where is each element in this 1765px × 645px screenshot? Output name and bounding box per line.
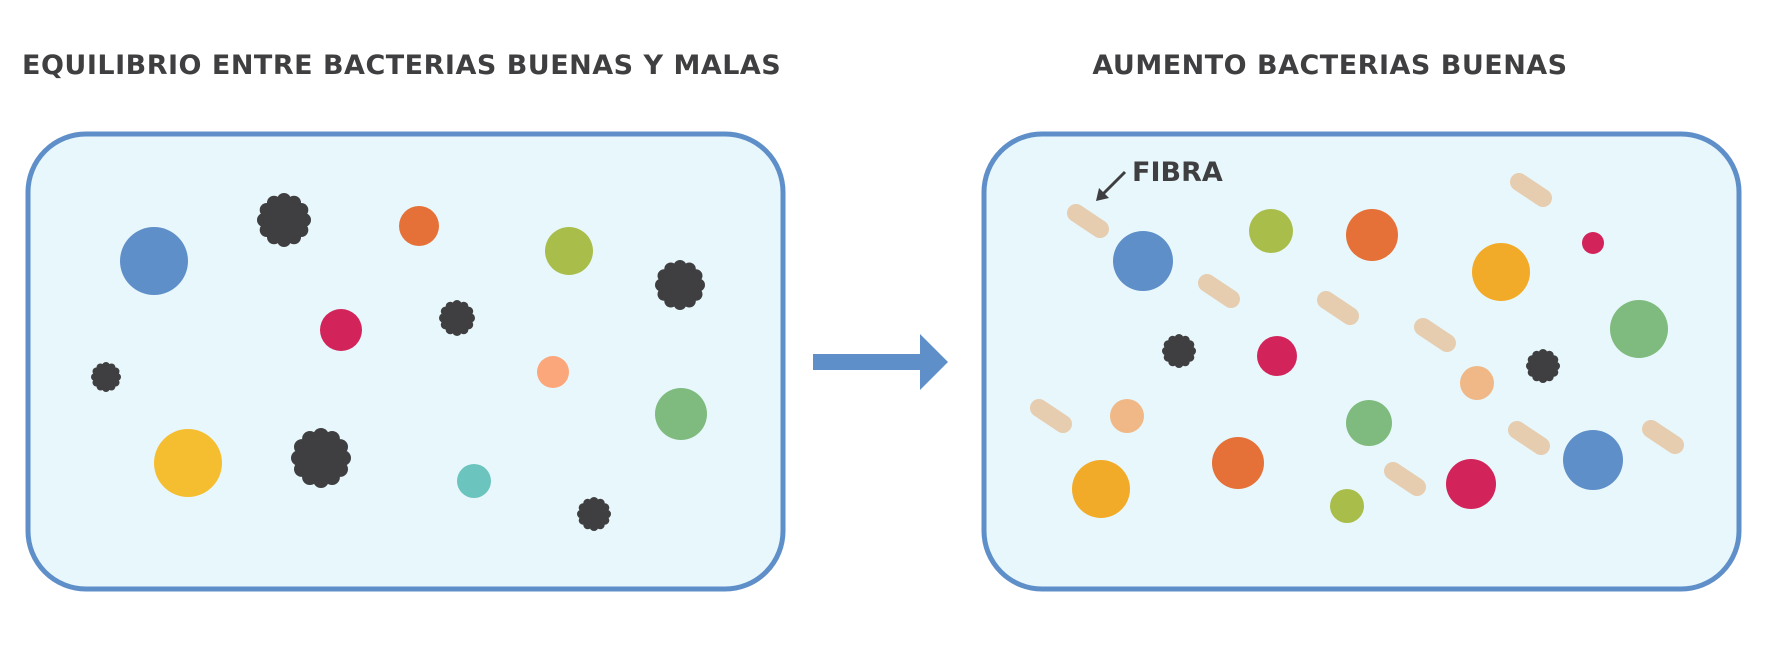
- orange-bacteria-icon: [399, 206, 439, 246]
- fiber-callout: FIBRA: [1096, 157, 1223, 201]
- panel-increase-frame: [981, 131, 1742, 592]
- fiber-label: FIBRA: [1132, 157, 1223, 188]
- blue-bacteria-icon: [1563, 430, 1623, 490]
- orange-bacteria-icon: [1346, 209, 1398, 261]
- crimson-bacteria-icon: [1257, 336, 1297, 376]
- spiky-bacteria-icon: [291, 428, 352, 489]
- spiky-bacteria-icon: [655, 260, 705, 310]
- title-increase: AUMENTO BACTERIAS BUENAS: [1092, 50, 1568, 81]
- spiky-bacteria-icon: [577, 497, 611, 531]
- spiky-bacteria-icon: [257, 193, 311, 247]
- crimson-bacteria-icon: [320, 309, 362, 351]
- fiber-capsule-icon: [1384, 462, 1426, 496]
- crimson-bacteria-icon: [1446, 459, 1496, 509]
- panel-increase: [981, 131, 1742, 592]
- spiky-bacteria-icon: [439, 300, 475, 336]
- title-balance: EQUILIBRIO ENTRE BACTERIAS BUENAS Y MALA…: [22, 50, 782, 81]
- spiky-bacteria-icon: [1526, 349, 1560, 383]
- peach-bacteria-icon: [1110, 399, 1144, 433]
- yellow-bacteria-icon: [1472, 243, 1530, 301]
- peach-bacteria-icon: [537, 356, 569, 388]
- fiber-capsule-icon: [1510, 173, 1552, 207]
- teal-bacteria-icon: [457, 464, 491, 498]
- lime-bacteria-icon: [1330, 489, 1364, 523]
- right-arrow-icon: [813, 334, 948, 390]
- crimson-bacteria-icon: [1582, 232, 1604, 254]
- fiber-capsule-icon: [1198, 274, 1240, 308]
- spiky-bacteria-icon: [1162, 334, 1196, 368]
- peach-bacteria-icon: [1460, 366, 1494, 400]
- blue-bacteria-icon: [1113, 231, 1173, 291]
- panel-balance-bacteria: [91, 193, 707, 531]
- lime-bacteria-icon: [545, 227, 593, 275]
- lime-bacteria-icon: [1249, 209, 1293, 253]
- yellow-bacteria-icon: [154, 429, 222, 497]
- fiber-capsule-icon: [1508, 421, 1550, 455]
- fiber-capsule-icon: [1642, 420, 1684, 454]
- green-bacteria-icon: [1346, 400, 1392, 446]
- blue-bacteria-icon: [120, 227, 188, 295]
- orange-bacteria-icon: [1212, 437, 1264, 489]
- spiky-bacteria-icon: [91, 362, 121, 392]
- green-bacteria-icon: [1610, 300, 1668, 358]
- panel-increase-bacteria: [1030, 173, 1684, 523]
- pointer-arrowhead-icon: [1096, 188, 1109, 201]
- fiber-capsule-icon: [1317, 291, 1359, 325]
- fiber-capsule-icon: [1030, 399, 1072, 433]
- pointer-arrow-icon: [1100, 170, 1127, 197]
- yellow-bacteria-icon: [1072, 460, 1130, 518]
- panel-balance: [25, 131, 786, 592]
- green-bacteria-icon: [655, 388, 707, 440]
- fiber-capsule-icon: [1067, 204, 1109, 238]
- fiber-capsule-icon: [1414, 318, 1456, 352]
- panel-balance-frame: [25, 131, 786, 592]
